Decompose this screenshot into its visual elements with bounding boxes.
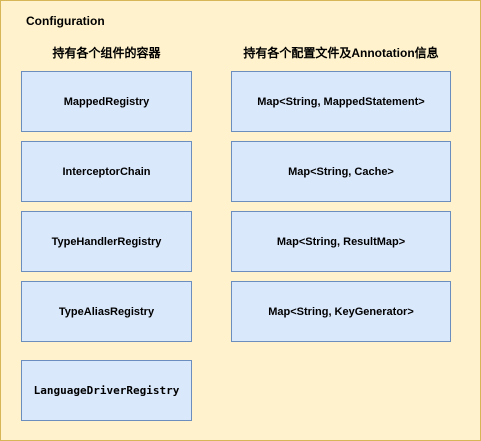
type-handler-registry-box: TypeHandlerRegistry	[21, 211, 192, 272]
box-label: TypeHandlerRegistry	[51, 235, 162, 248]
box-label: Map<String, ResultMap>	[276, 235, 406, 248]
right-column-header: 持有各个配置文件及Annotation信息	[243, 46, 439, 60]
box-label: TypeAliasRegistry	[58, 305, 155, 318]
mapped-statement-map-box: Map<String, MappedStatement>	[231, 71, 451, 132]
language-driver-registry-box: LanguageDriverRegistry	[21, 360, 192, 421]
box-label: Map<String, KeyGenerator>	[268, 305, 414, 318]
box-label: Map<String, Cache>	[288, 165, 394, 178]
left-column-header: 持有各个组件的容器	[52, 46, 161, 60]
box-label: InterceptorChain	[62, 165, 151, 178]
diagram-title: Configuration	[26, 14, 105, 28]
key-generator-map-box: Map<String, KeyGenerator>	[231, 281, 451, 342]
box-label: MappedRegistry	[63, 95, 150, 108]
box-label: Map<String, MappedStatement>	[257, 95, 425, 108]
cache-map-box: Map<String, Cache>	[231, 141, 451, 202]
box-label: LanguageDriverRegistry	[33, 384, 180, 397]
interceptor-chain-box: InterceptorChain	[21, 141, 192, 202]
mapped-registry-box: MappedRegistry	[21, 71, 192, 132]
type-alias-registry-box: TypeAliasRegistry	[21, 281, 192, 342]
result-map-map-box: Map<String, ResultMap>	[231, 211, 451, 272]
